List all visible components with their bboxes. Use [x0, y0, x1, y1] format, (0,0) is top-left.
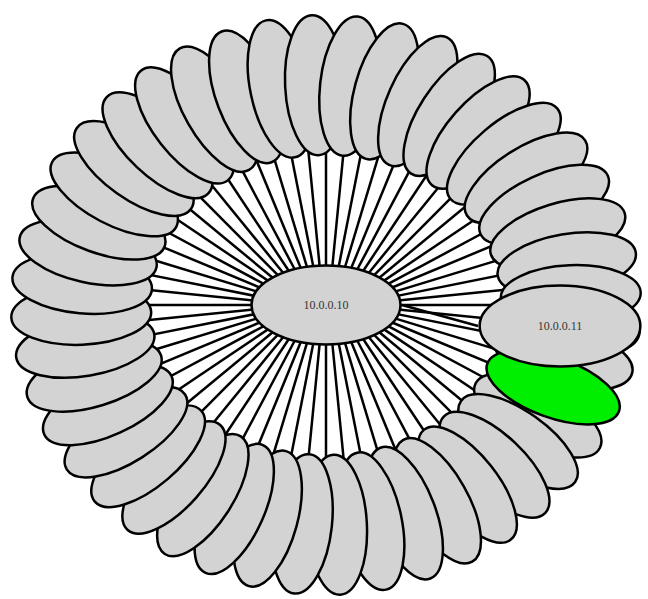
peer-host: 10.0.0.11	[478, 283, 642, 369]
spoke-line	[359, 159, 437, 276]
host-address: 10.0.0.11	[538, 319, 583, 334]
spoke-line	[215, 333, 293, 450]
central-host: 10.0.0.10	[250, 263, 402, 347]
spoke-connector	[402, 305, 478, 326]
host-address: 10.0.0.10	[304, 298, 349, 313]
